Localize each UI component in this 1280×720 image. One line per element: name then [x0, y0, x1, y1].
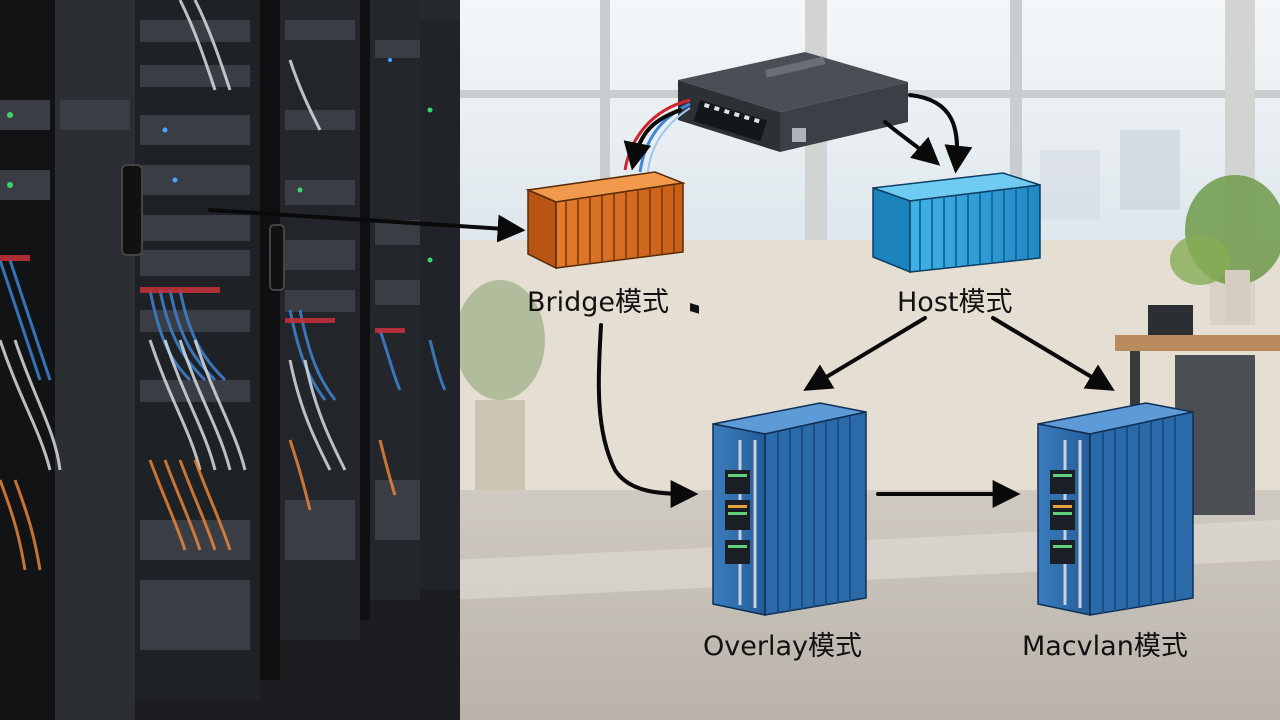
- bridge-mode-label: Bridge模式: [527, 287, 670, 318]
- host-mode-label: Host模式: [897, 287, 1013, 318]
- edge-switch-to-host-b: [908, 93, 973, 174]
- macvlan-mode-label: Macvlan模式: [1022, 631, 1188, 662]
- overlay-mode-label: Overlay模式: [703, 631, 862, 662]
- edge-host-to-macvlan: [991, 316, 1115, 391]
- host-container: [872, 172, 1041, 274]
- macvlan-container: [1037, 402, 1194, 616]
- server-racks: [0, 0, 460, 720]
- edge-bridge-to-overlay: [596, 323, 699, 508]
- overlay-container: [712, 402, 867, 616]
- edge-rack-to-bridge: [208, 208, 526, 243]
- network-switch: [623, 52, 908, 314]
- edge-host-to-overlay: [803, 316, 927, 391]
- bridge-container: [525, 171, 686, 270]
- edge-switch-to-host-a: [883, 120, 941, 166]
- arrows: [208, 93, 1115, 508]
- plant-right: [1170, 175, 1280, 325]
- plant-left: [455, 280, 545, 490]
- edge-switch-to-bridge: [623, 108, 682, 171]
